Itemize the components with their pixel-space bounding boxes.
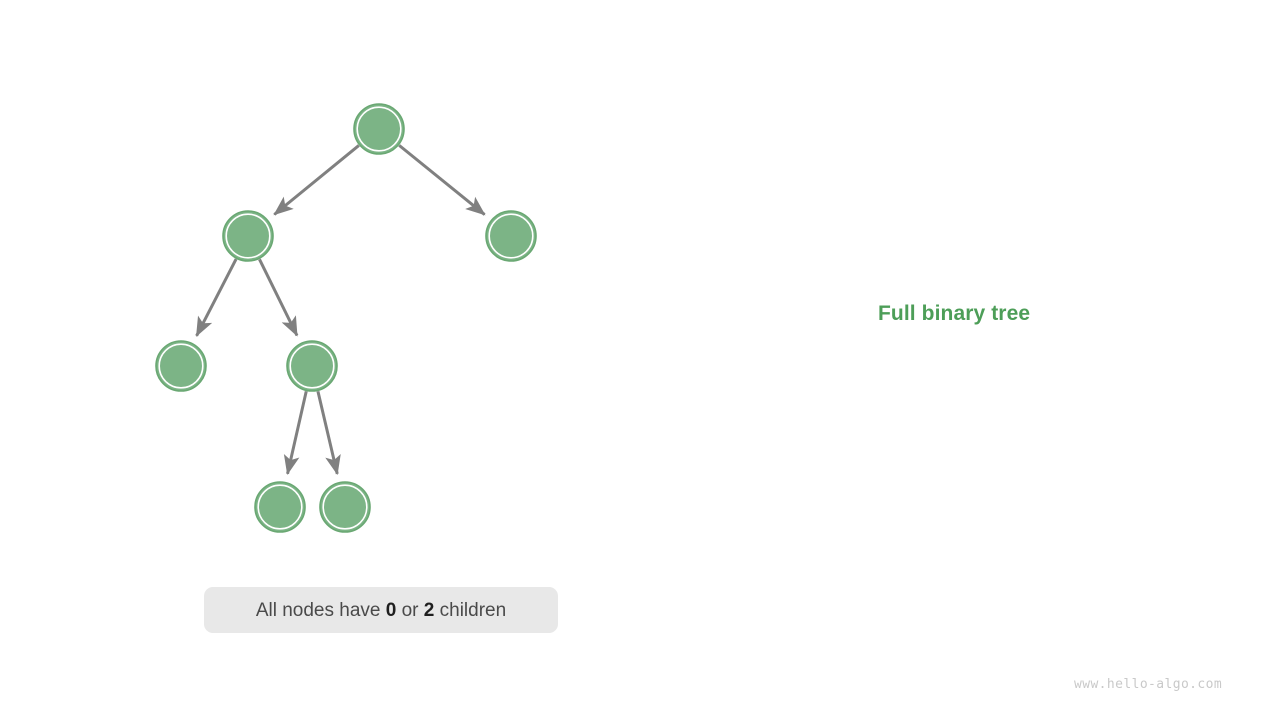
tree-node-circle — [286, 340, 338, 392]
caption-suffix: children — [434, 599, 507, 621]
tree-node-circle — [353, 103, 405, 155]
tree-edge — [283, 391, 308, 476]
tree-node-circle — [222, 210, 274, 262]
tree-node-circle — [254, 481, 306, 533]
caption-box: All nodes have 0 or 2 children — [204, 587, 558, 633]
tree-edge — [398, 144, 486, 216]
tree-node-inner-ring — [289, 343, 335, 389]
tree-edge — [195, 258, 238, 337]
tree-edge — [316, 390, 341, 476]
tree-node-circle — [155, 340, 207, 392]
tree-node-circle — [319, 481, 371, 533]
node-layer — [155, 103, 537, 533]
tree-node-inner-ring — [356, 106, 402, 152]
page-title: Full binary tree — [878, 302, 1031, 325]
tree-edge — [273, 144, 360, 216]
caption-value-zero: 0 — [385, 599, 397, 621]
tree-node — [353, 103, 405, 155]
tree-node — [222, 210, 274, 262]
caption-prefix: All nodes have — [255, 599, 386, 621]
edge-layer — [195, 144, 486, 476]
watermark: www.hello-algo.com — [1074, 677, 1223, 692]
tree-node — [286, 340, 338, 392]
caption-text: All nodes have 0 or 2 children — [256, 601, 506, 620]
tree-node — [254, 481, 306, 533]
tree-node-inner-ring — [158, 343, 204, 389]
tree-node-inner-ring — [257, 484, 303, 530]
tree-node-inner-ring — [322, 484, 368, 530]
caption-value-two: 2 — [423, 599, 435, 621]
tree-node — [319, 481, 371, 533]
tree-node — [485, 210, 537, 262]
tree-node — [155, 340, 207, 392]
caption-middle: or — [396, 599, 424, 621]
tree-node-inner-ring — [225, 213, 271, 259]
tree-node-inner-ring — [488, 213, 534, 259]
tree-node-circle — [485, 210, 537, 262]
tree-edge — [258, 258, 299, 337]
